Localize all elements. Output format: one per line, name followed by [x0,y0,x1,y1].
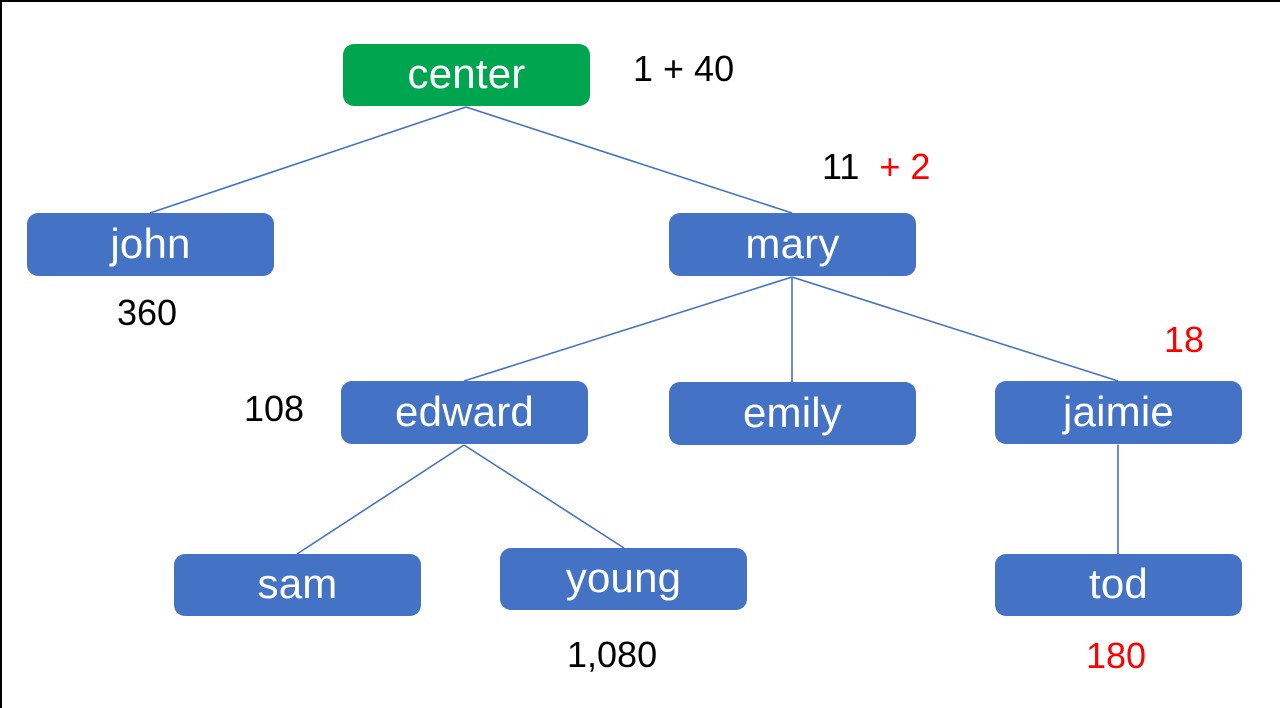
annotation-center-note: 1 + 40 [633,51,734,87]
node-sam[interactable]: sam [174,554,421,616]
annotation-part [859,149,879,185]
node-edward[interactable]: edward [341,381,588,444]
annotation-john-note: 360 [117,295,177,331]
edge-center-to-john [149,106,467,214]
node-label-young: young [565,554,682,601]
node-label-emily: emily [742,388,842,436]
node-label-jaimie: jaimie [1063,387,1174,435]
node-mary[interactable]: mary [669,213,916,276]
annotation-jaimie-note: 18 [1164,322,1204,358]
node-label-center: center [407,50,526,97]
annotation-edward-note: 108 [244,391,304,427]
node-john[interactable]: john [27,213,274,276]
node-center[interactable]: center [343,44,590,106]
node-tod[interactable]: tod [995,554,1242,616]
annotation-part: 180 [1086,635,1147,676]
edge-edward-to-sam [296,444,465,555]
node-emily[interactable]: emily [669,382,916,445]
annotation-tod-note: 180 [1086,638,1146,674]
annotation-part: 1,080 [567,634,658,675]
edge-mary-to-jaimie [791,276,1119,382]
node-label-mary: mary [745,219,840,267]
edge-center-to-mary [465,106,793,214]
edge-mary-to-edward [463,276,793,382]
node-label-tod: tod [1089,560,1148,607]
node-label-edward: edward [395,387,534,435]
annotation-mary-note: 11 + 2 [822,149,930,185]
annotation-part: 11 [822,146,860,187]
annotation-part: + 2 [879,146,931,187]
node-label-john: john [110,219,191,267]
annotation-part: 18 [1164,319,1205,360]
node-young[interactable]: young [500,548,747,610]
annotation-part: 108 [244,388,305,429]
annotation-part: 1 + 40 [633,48,735,89]
node-label-sam: sam [257,560,338,607]
edge-edward-to-young [463,444,625,549]
annotation-young-note: 1,080 [567,637,657,673]
node-jaimie[interactable]: jaimie [995,381,1242,444]
annotation-part: 360 [117,292,178,333]
